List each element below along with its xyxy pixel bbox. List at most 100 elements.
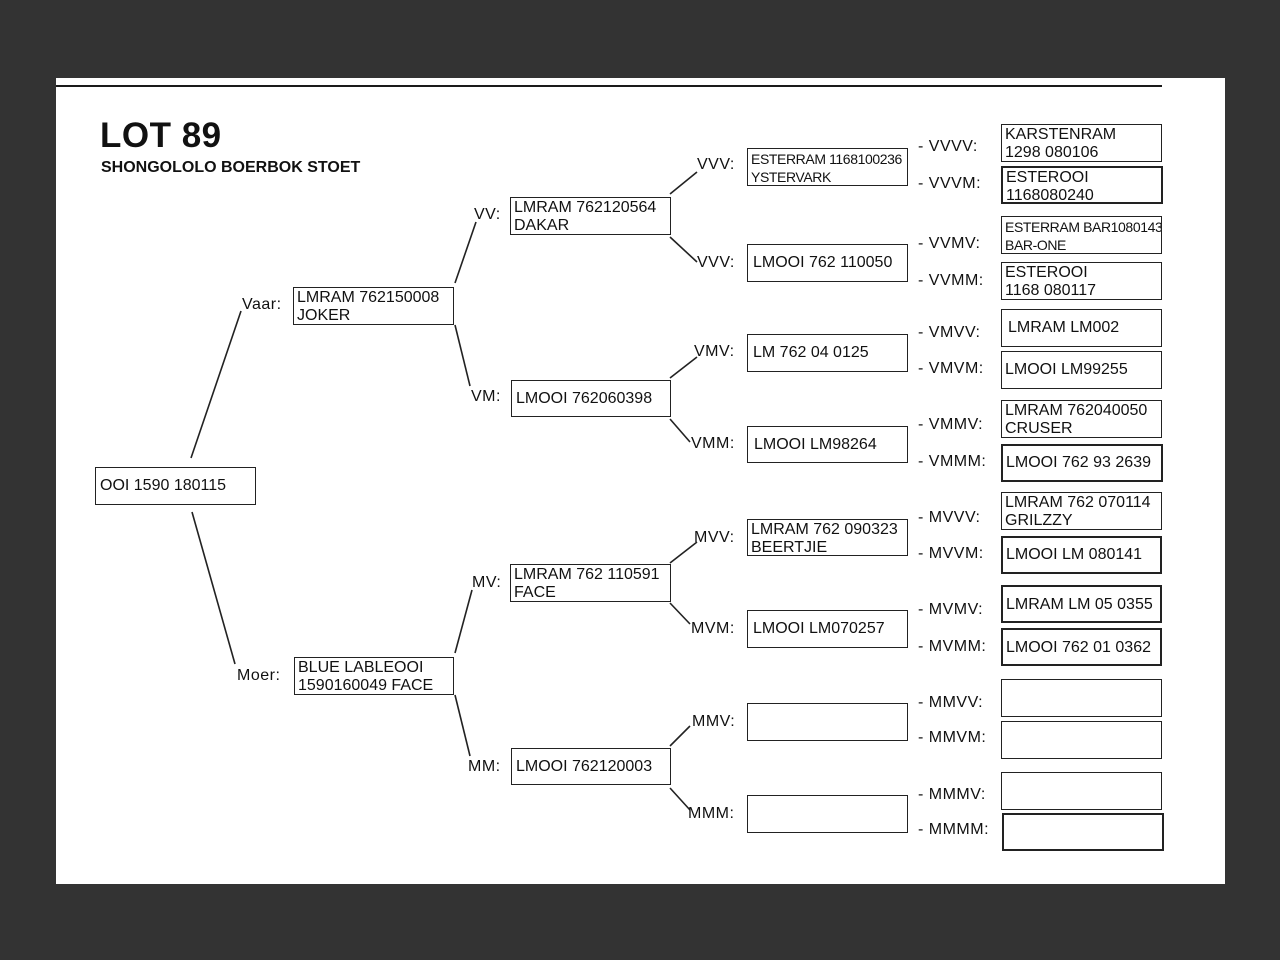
vaar-line2: JOKER: [297, 307, 351, 324]
moer-line1: BLUE LABLEOOI: [298, 659, 424, 676]
label-mvv: MVV:: [694, 529, 735, 546]
label-mmv: MMV:: [692, 713, 736, 730]
box-vmvv: LMRAM LM002: [1001, 309, 1162, 347]
mvmv-line1: LMRAM LM 05 0355: [1006, 596, 1153, 613]
label-mvvm: - MVVM:: [918, 545, 984, 562]
box-vvvv: KARSTENRAM 1298 080106: [1001, 124, 1162, 162]
box-mmm: [747, 795, 908, 833]
label-mmmv: - MMMV:: [918, 786, 986, 803]
box-vm: LMOOI 762060398: [511, 380, 671, 417]
label-mmvm: - MMVM:: [918, 729, 987, 746]
vvmm-line2: 1168 080117: [1005, 282, 1097, 299]
box-mmmm: [1002, 813, 1164, 851]
label-vvvv: - VVVV:: [918, 138, 978, 155]
label-vvmm: - VVMM:: [918, 272, 984, 289]
label-mmmm: - MMMM:: [918, 821, 990, 838]
box-mvm: LMOOI LM070257: [747, 610, 908, 648]
mvvv-line1: LMRAM 762 070114: [1005, 494, 1151, 511]
box-vvv: ESTERRAM 1168100236 YSTERVARK: [747, 148, 908, 186]
box-vmmv: LMRAM 762040050 CRUSER: [1001, 400, 1162, 438]
mvmm-line1: LMOOI 762 01 0362: [1006, 639, 1151, 656]
vvvv-line2: 1298 080106: [1005, 144, 1099, 161]
box-mvmv: LMRAM LM 05 0355: [1001, 585, 1162, 623]
vmmv-line1: LMRAM 762040050: [1005, 402, 1148, 419]
vvvm-line2: 1168080240: [1006, 187, 1094, 204]
box-vvvm: ESTEROOI 1168080240: [1001, 166, 1163, 204]
box-mvvm: LMOOI LM 080141: [1001, 536, 1162, 574]
page-subtitle: SHONGOLOLO BOERBOK STOET: [101, 159, 361, 176]
label-vvm: VVV:: [697, 254, 735, 271]
vvmv-line1: ESTERRAM BAR1080143: [1005, 219, 1162, 235]
label-mmvv: - MMVV:: [918, 694, 984, 711]
moer-line2: 1590160049 FACE: [298, 677, 434, 694]
top-rule: [56, 85, 1162, 87]
vaar-line1: LMRAM 762150008: [297, 289, 440, 306]
vmmm-line1: LMOOI 762 93 2639: [1006, 454, 1151, 471]
label-mv: MV:: [472, 574, 502, 591]
box-vmvm: LMOOI LM99255: [1001, 351, 1162, 389]
vvvm-line1: ESTEROOI: [1006, 169, 1089, 186]
vv-line1: LMRAM 762120564: [514, 199, 657, 216]
label-mvm: MVM:: [691, 620, 735, 637]
box-mmv: [747, 703, 908, 741]
subject-id: OOI 1590 180115: [100, 477, 227, 494]
vvmm-line1: ESTEROOI: [1005, 264, 1088, 281]
box-mmmv: [1001, 772, 1162, 810]
mv-line2: FACE: [514, 584, 556, 601]
vvvv-line1: KARSTENRAM: [1005, 126, 1117, 143]
mv-line1: LMRAM 762 110591: [514, 566, 660, 583]
vmvm-line1: LMOOI LM99255: [1005, 361, 1128, 378]
label-mvvv: - MVVV:: [918, 509, 981, 526]
label-vvmv: - VVMV:: [918, 235, 981, 252]
box-mmvm: [1001, 721, 1162, 759]
box-vaar: LMRAM 762150008 JOKER: [293, 287, 454, 325]
vmvv-line1: LMRAM LM002: [1008, 319, 1120, 336]
label-vmm: VMM:: [691, 435, 735, 452]
label-mvmm: - MVMM:: [918, 638, 987, 655]
mm-line1: LMOOI 762120003: [516, 758, 653, 775]
box-vvm: LMOOI 762 110050: [747, 244, 908, 282]
vmmv-line2: CRUSER: [1005, 420, 1073, 437]
label-vmmm: - VMMM:: [918, 453, 987, 470]
label-vv: VV:: [474, 206, 501, 223]
vvm-line1: LMOOI 762 110050: [753, 254, 893, 271]
label-mvmv: - MVMV:: [918, 601, 984, 618]
box-mvvv: LMRAM 762 070114 GRILZZY: [1001, 492, 1162, 530]
mvm-line1: LMOOI LM070257: [753, 620, 885, 637]
vvv-line2: YSTERVARK: [751, 169, 831, 185]
subject-box: OOI 1590 180115: [95, 467, 256, 505]
page-title: LOT 89: [100, 116, 222, 155]
box-vvmv: ESTERRAM BAR1080143 BAR-ONE: [1001, 216, 1162, 254]
label-vmvm: - VMVM:: [918, 360, 984, 377]
box-vvmm: ESTEROOI 1168 080117: [1001, 262, 1162, 300]
vm-line1: LMOOI 762060398: [516, 390, 653, 407]
box-moer: BLUE LABLEOOI 1590160049 FACE: [294, 657, 454, 695]
box-mv: LMRAM 762 110591 FACE: [510, 564, 671, 602]
vv-line2: DAKAR: [514, 217, 570, 234]
box-mvv: LMRAM 762 090323 BEERTJIE: [747, 519, 908, 556]
label-vmmv: - VMMV:: [918, 416, 984, 433]
label-mm: MM:: [468, 758, 501, 775]
label-vaar: Vaar:: [242, 296, 282, 313]
mvv-line1: LMRAM 762 090323: [751, 521, 898, 538]
mvv-line2: BEERTJIE: [751, 539, 828, 556]
vmm-line1: LMOOI LM98264: [754, 436, 877, 453]
vvv-line1: ESTERRAM 1168100236: [751, 151, 902, 167]
box-vmv: LM 762 04 0125: [747, 334, 908, 372]
box-mvmm: LMOOI 762 01 0362: [1001, 628, 1162, 666]
box-mmvv: [1001, 679, 1162, 717]
label-vmvv: - VMVV:: [918, 324, 981, 341]
label-vmv: VMV:: [694, 343, 735, 360]
label-vvvm: - VVVM:: [918, 175, 982, 192]
label-moer: Moer:: [237, 667, 281, 684]
label-mmm: MMM:: [688, 805, 735, 822]
box-mm: LMOOI 762120003: [511, 748, 671, 785]
box-vmm: LMOOI LM98264: [747, 426, 908, 463]
vvmv-line2: BAR-ONE: [1005, 237, 1066, 253]
label-vm: VM:: [471, 388, 501, 405]
vmv-line1: LM 762 04 0125: [753, 344, 869, 361]
label-vvv: VVV:: [697, 156, 735, 173]
mvvv-line2: GRILZZY: [1005, 512, 1073, 529]
mvvm-line1: LMOOI LM 080141: [1006, 546, 1143, 563]
